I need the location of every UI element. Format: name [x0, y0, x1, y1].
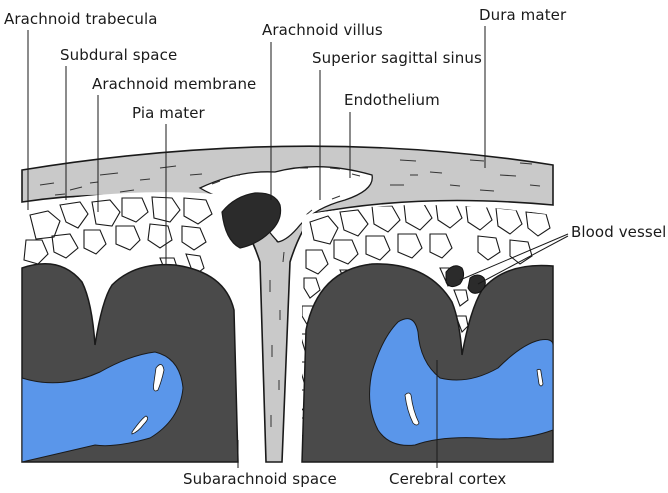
label-arachnoid-membrane: Arachnoid membrane — [92, 77, 256, 92]
label-arachnoid-villus: Arachnoid villus — [262, 23, 383, 38]
label-cerebral-cortex: Cerebral cortex — [389, 472, 506, 487]
label-pia-mater: Pia mater — [132, 106, 205, 121]
blood-vessel — [446, 266, 464, 287]
label-blood-vessel: Blood vessel — [571, 225, 666, 240]
label-arachnoid-trabecula: Arachnoid trabecula — [4, 12, 158, 27]
label-subarachnoid-space: Subarachnoid space — [183, 472, 337, 487]
label-subdural-space: Subdural space — [60, 48, 177, 63]
label-endothelium: Endothelium — [344, 93, 440, 108]
label-dura-mater: Dura mater — [479, 8, 566, 23]
label-superior-sagittal-sinus: Superior sagittal sinus — [312, 51, 482, 66]
